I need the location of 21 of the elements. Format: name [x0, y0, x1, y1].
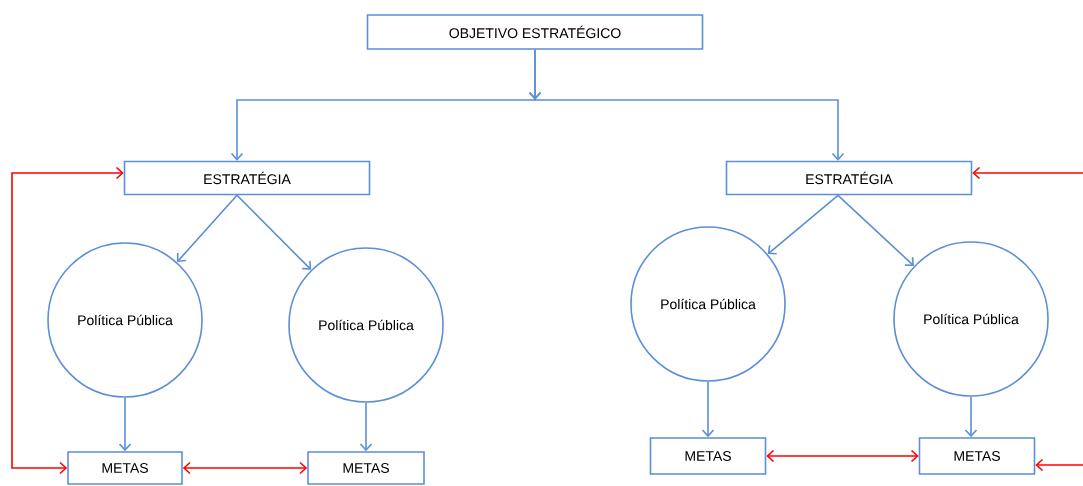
arrow	[837, 194, 915, 266]
text-box: ESTRATÉGIA	[123, 160, 371, 196]
text-box: METAS	[307, 451, 425, 485]
arrow	[359, 402, 373, 452]
arrow	[766, 449, 919, 463]
arrow	[176, 194, 238, 263]
arrow	[236, 194, 312, 270]
text-box: METAS	[67, 451, 183, 485]
arrow	[1035, 458, 1083, 472]
text-box: ESTRATÉGIA	[725, 160, 973, 196]
text-box: OBJETIVO ESTRATÉGICO	[366, 14, 704, 50]
arrow	[964, 396, 978, 438]
arrow	[701, 381, 715, 438]
arrow	[11, 166, 124, 475]
arrow	[528, 49, 845, 161]
arrow	[182, 461, 308, 475]
text-box: METAS	[649, 437, 767, 475]
arrow	[767, 194, 839, 255]
text-box: METAS	[918, 437, 1036, 475]
arrow	[972, 166, 1083, 180]
arrow	[118, 397, 132, 452]
